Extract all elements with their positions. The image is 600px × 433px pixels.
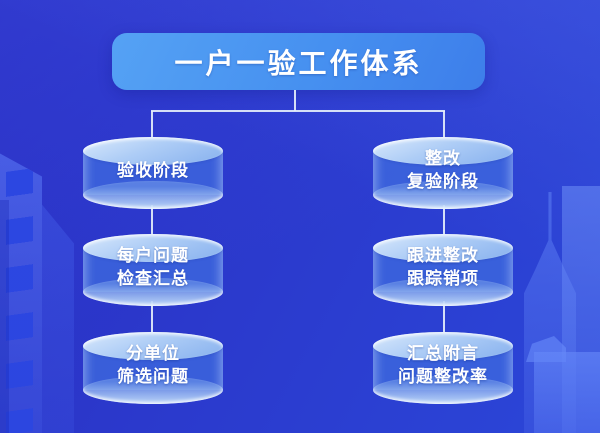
node-label: 分单位 筛选问题 [83, 334, 223, 398]
building-windows-left [6, 168, 33, 433]
cylinder-bottom-ellipse [83, 181, 223, 209]
node-label-line2: 问题整改率 [398, 367, 488, 387]
node-label-line2: 筛选问题 [117, 367, 189, 387]
node-label-line2: 跟踪销项 [407, 269, 479, 289]
cylinder-bottom-ellipse [83, 376, 223, 404]
building-silhouette-spire-tower [524, 192, 576, 433]
cylinder-bottom-ellipse [373, 181, 513, 209]
connector-right-row1-row2 [443, 205, 445, 238]
node-label: 跟进整改 跟踪销项 [373, 236, 513, 300]
node-follow-up-tracking: 跟进整改 跟踪销项 [373, 234, 513, 306]
node-acceptance-stage: 验收阶段 [83, 137, 223, 209]
node-label: 验收阶段 [83, 139, 223, 203]
connector-title-stem [294, 90, 296, 111]
node-label-line1: 验收阶段 [117, 160, 189, 181]
cylinder-bottom-ellipse [373, 278, 513, 306]
connector-right-row2-row3 [443, 301, 445, 336]
connector-left-drop [151, 111, 153, 141]
building-silhouette-left [0, 148, 42, 433]
node-label-line1: 分单位 [126, 344, 180, 364]
diagram-title: 一户一验工作体系 [174, 46, 423, 80]
cylinder-top-ellipse [373, 137, 513, 165]
node-label: 整改 复验阶段 [373, 139, 513, 203]
cylinder-top-ellipse [83, 137, 223, 165]
cylinder-top-ellipse [83, 234, 223, 262]
connector-left-row2-row3 [151, 301, 153, 336]
cylinder-top-ellipse [83, 332, 223, 360]
diagram-title-box: 一户一验工作体系 [112, 33, 485, 90]
node-per-household-summary: 每户问题 检查汇总 [83, 234, 223, 306]
building-silhouette-right-low-roof [526, 336, 566, 362]
connector-left-row1-row2 [151, 205, 153, 238]
node-filter-by-unit: 分单位 筛选问题 [83, 332, 223, 404]
node-label-line1: 每户问题 [117, 246, 189, 266]
cylinder-bottom-ellipse [83, 278, 223, 306]
node-summary-rectification-rate: 汇总附言 问题整改率 [373, 332, 513, 404]
node-label-line1: 整改 [425, 149, 461, 169]
building-silhouette-left-side [42, 204, 74, 433]
node-label-line2: 复验阶段 [407, 172, 479, 192]
node-rectification-reinspection-stage: 整改 复验阶段 [373, 137, 513, 209]
node-label-line1: 跟进整改 [407, 246, 479, 266]
cylinder-top-ellipse [373, 332, 513, 360]
node-label: 每户问题 检查汇总 [83, 236, 223, 300]
cylinder-bottom-ellipse [373, 376, 513, 404]
cylinder-top-ellipse [373, 234, 513, 262]
node-label: 汇总附言 问题整改率 [373, 334, 513, 398]
building-silhouette-right [562, 186, 600, 433]
node-label-line1: 汇总附言 [407, 344, 479, 364]
connector-branch-bar [151, 110, 445, 112]
left-edge-shadow [0, 200, 9, 433]
building-silhouette-right-low [534, 352, 600, 433]
node-label-line2: 检查汇总 [117, 269, 189, 289]
connector-right-drop [443, 111, 445, 141]
